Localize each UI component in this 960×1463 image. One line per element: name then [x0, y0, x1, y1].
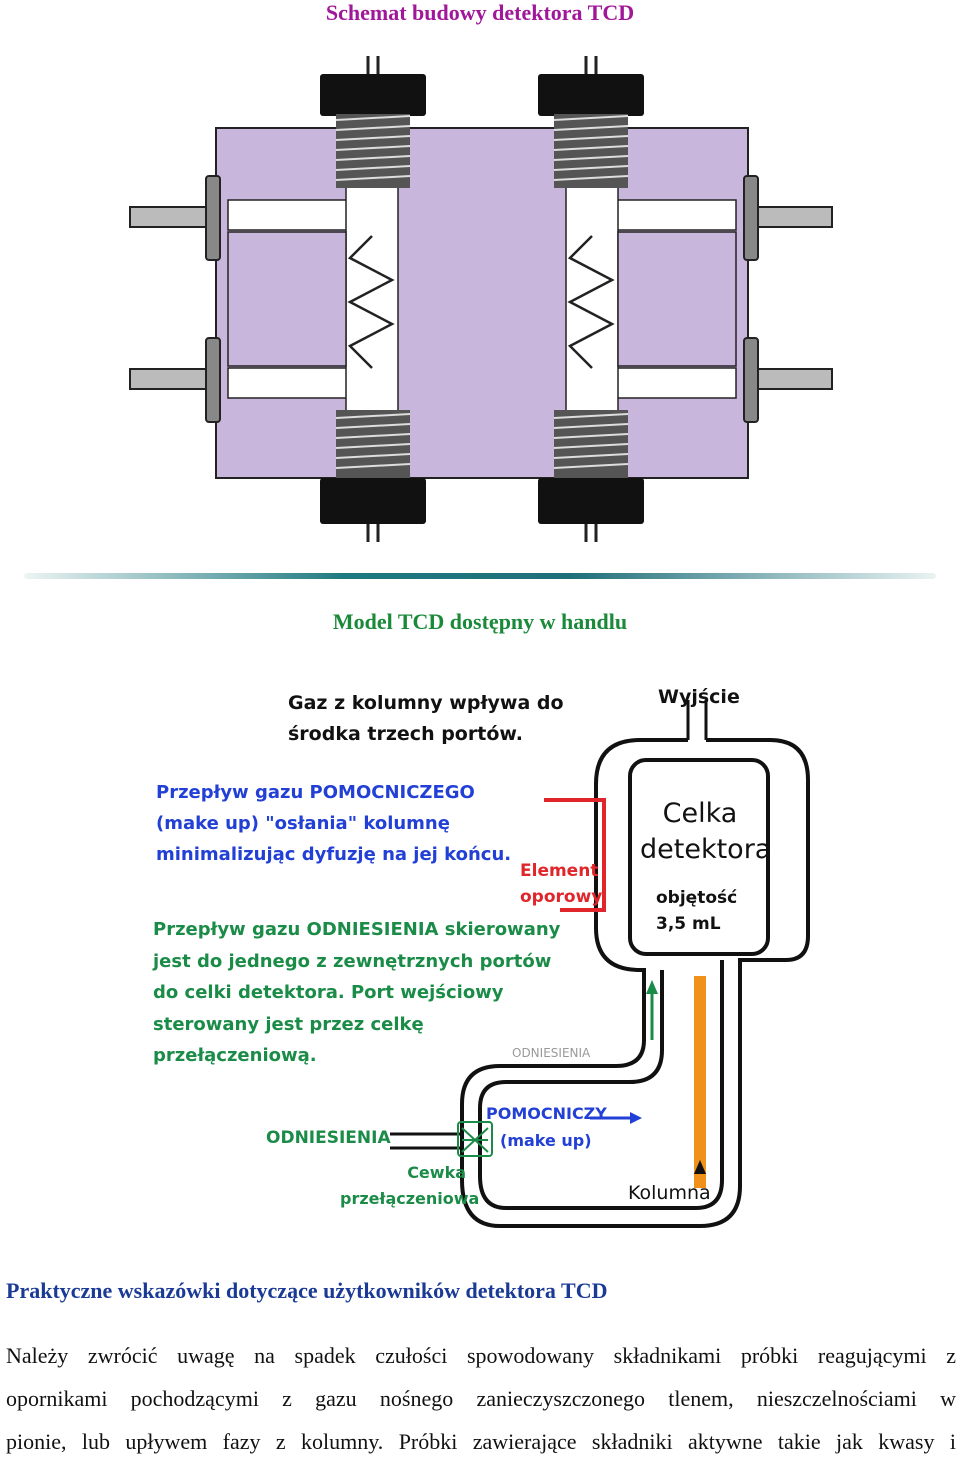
- inner-tube: [478, 960, 724, 1210]
- reference-small-label: ODNIESIENIA: [512, 1046, 591, 1060]
- inner-block-left: [227, 231, 347, 367]
- inner-block-right: [617, 231, 737, 367]
- filament-left: [347, 235, 395, 369]
- column-label: Kolumna: [628, 1182, 711, 1204]
- reference-note: Przepływ gazu ODNIESIENIA skierowany jes…: [153, 919, 561, 1066]
- column-arrow: [694, 1160, 706, 1174]
- outlet-tube: [686, 700, 708, 740]
- tcd-model-diagram: [390, 700, 810, 1228]
- right-lower-port: [743, 337, 833, 423]
- resistor-label: Element oporowy: [520, 861, 603, 907]
- resistor-element: [544, 798, 606, 912]
- outer-tube: [460, 738, 810, 1228]
- outlet-label: Wyjście: [658, 686, 740, 708]
- right-upper-port: [743, 175, 833, 261]
- paragraph-line: opornikami pochodzącymi z gazu nośnego z…: [6, 1386, 956, 1411]
- column: [694, 976, 706, 1188]
- gas-from-column-label: Gaz z kolumny wpływa do środka trzech po…: [288, 692, 564, 745]
- cell-label: Celka detektora: [640, 798, 772, 865]
- left-lower-port: [129, 337, 221, 423]
- body-paragraph: Należy zwrócić uwagę na spadek czułości …: [6, 1334, 956, 1463]
- paragraph-line: Należy zwrócić uwagę na spadek czułości …: [6, 1343, 956, 1368]
- coil-label: Cewka przełączeniowa: [340, 1163, 480, 1208]
- section-heading: Praktyczne wskazówki dotyczące użytkowni…: [6, 1278, 608, 1303]
- right-vertical-channel: [565, 185, 619, 429]
- bottom-left-fitting: [320, 410, 426, 542]
- top-left-fitting: [320, 56, 426, 188]
- detector-cell: [628, 758, 770, 956]
- makeup-note: Przepływ gazu POMOCNICZEGO (make up) "os…: [156, 782, 512, 865]
- diagram-title: Schemat budowy detektora TCD: [325, 0, 635, 25]
- makeup-inlet-label: POMOCNICZY (make up): [486, 1104, 607, 1150]
- left-upper-port: [129, 175, 221, 261]
- filament-right: [567, 235, 615, 369]
- paragraph-line: pionie, lub upływem fazy z kolumny. Prób…: [6, 1429, 956, 1454]
- model-title: Model TCD dostępny w handlu: [332, 609, 628, 634]
- cell-volume-label: objętość 3,5 mL: [656, 888, 738, 934]
- top-right-fitting: [538, 56, 644, 188]
- section-divider: [24, 573, 936, 579]
- tcd-schematic: [129, 56, 833, 542]
- bottom-right-fitting: [538, 410, 644, 542]
- left-vertical-channel: [345, 185, 399, 429]
- switching-coil: [457, 1121, 493, 1157]
- reference-inlet-label: ODNIESIENIA: [266, 1128, 391, 1148]
